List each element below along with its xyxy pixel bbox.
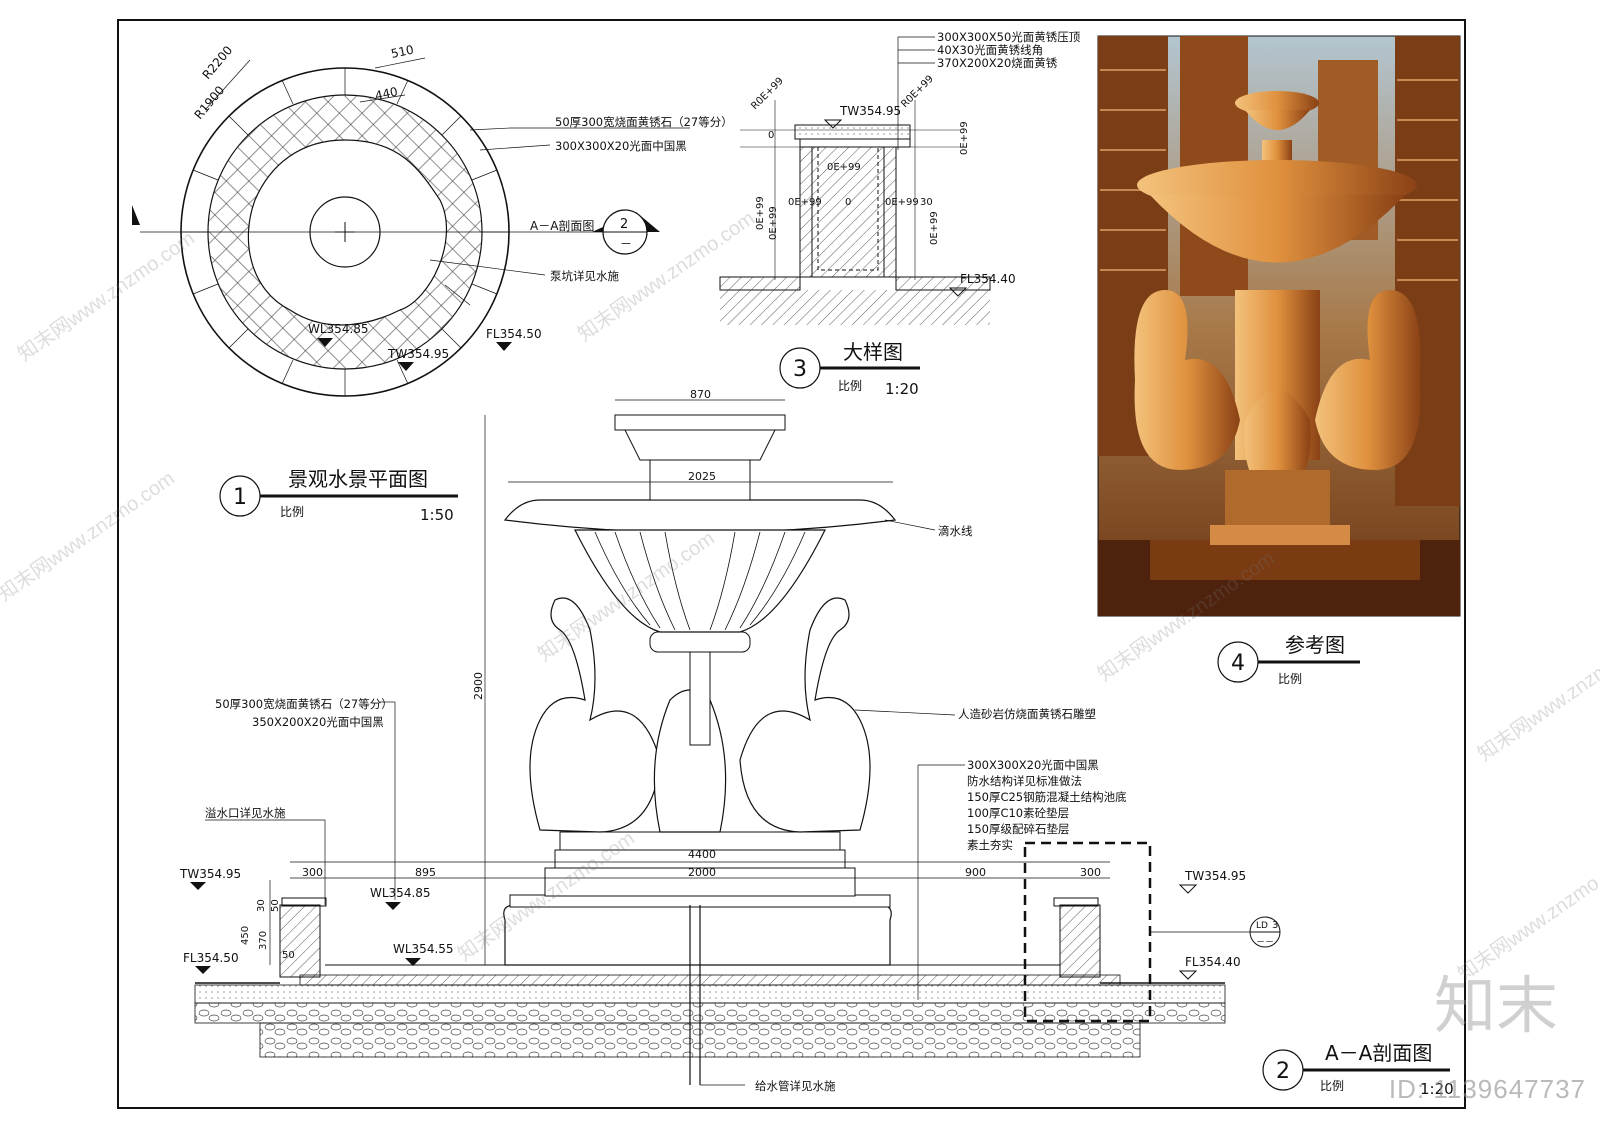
- section-view: 870 2025 2900 4400 2000 300 895 900 300 …: [179, 388, 1454, 1098]
- section-note-left-2: 350X200X20光面中国黑: [252, 715, 384, 729]
- watermark-brand: 知末: [1433, 969, 1558, 1042]
- detail-dim-b: 0E+99: [755, 196, 766, 230]
- detail-note-2: 40X30光面黄锈线角: [937, 43, 1043, 57]
- section-layer-1: 300X300X20光面中国黑: [967, 758, 1099, 772]
- detail-dim-r2: R0E+99: [899, 74, 936, 111]
- section-title: A－A剖面图: [1325, 1041, 1432, 1065]
- plan-section-dash: －: [620, 237, 632, 251]
- plan-view: R2200 R1900 510 440 50厚300宽烧面黄锈石（27等分） 3…: [132, 42, 733, 524]
- section-detail-ref-a: LD: [1256, 921, 1268, 931]
- section-level-wl2: WL354.55: [393, 942, 454, 956]
- section-detail-ref-c: －－: [1256, 938, 1274, 948]
- section-drip-note: 滴水线: [938, 524, 973, 538]
- section-dim-450: 450: [240, 926, 251, 945]
- detail-note-1: 300X300X50光面黄锈压顶: [937, 30, 1081, 44]
- plan-section-mark: A－A剖面图: [530, 219, 594, 233]
- plan-level-fl: FL354.50: [486, 327, 542, 341]
- detail-title: 大样图: [843, 340, 903, 364]
- section-scale: 1:20: [1420, 1080, 1454, 1098]
- section-dim-2000: 2000: [688, 866, 716, 879]
- section-dim-30: 30: [256, 899, 267, 912]
- section-layer-6: 素土夯实: [967, 838, 1013, 852]
- section-title-number: 2: [1276, 1059, 1290, 1084]
- detail-view: R0E+99 R0E+99 0 0E+99 0E+99 0E+99 0E+99 …: [719, 30, 1081, 398]
- detail-dim-e: 0E+99: [885, 197, 919, 208]
- plan-radius-inner: R1900: [192, 83, 228, 122]
- section-dim-50b: 50: [282, 950, 295, 961]
- detail-dim-c: 0E+99: [768, 206, 779, 240]
- plan-note-1: 50厚300宽烧面黄锈石（27等分）: [555, 115, 733, 129]
- detail-dim-g: 0E+99: [959, 121, 970, 155]
- section-level-fl-left: FL354.50: [183, 951, 239, 965]
- section-dim-2900: 2900: [472, 672, 485, 700]
- section-dim-300b: 300: [1080, 866, 1101, 879]
- plan-title-number: 1: [233, 485, 247, 510]
- detail-dim-f: 0E+99: [929, 211, 940, 245]
- watermark-id: ID: 1139647737: [1388, 1074, 1586, 1104]
- section-note-left-1: 50厚300宽烧面黄锈石（27等分）: [215, 697, 393, 711]
- detail-title-number: 3: [793, 357, 807, 382]
- section-layer-4: 100厚C10素砼垫层: [967, 806, 1069, 820]
- reference-title-number: 4: [1231, 651, 1245, 676]
- section-level-fl-right: FL354.40: [1185, 955, 1241, 969]
- section-dim-895: 895: [415, 866, 436, 879]
- plan-dim-510: 510: [390, 42, 415, 60]
- plan-dim-440: 440: [374, 84, 399, 102]
- section-overflow-note: 溢水口详见水施: [205, 806, 286, 820]
- reference-photo: 4 参考图 比例: [1097, 35, 1461, 686]
- section-detail-ref-b: 3: [1272, 920, 1278, 931]
- section-scale-label: 比例: [1320, 1079, 1344, 1093]
- plan-scale-label: 比例: [280, 505, 304, 519]
- section-level-wl1: WL354.85: [370, 886, 431, 900]
- reference-scale-label: 比例: [1278, 672, 1302, 686]
- detail-note-3: 370X200X20烧面黄锈: [937, 56, 1058, 70]
- plan-level-tw: TW354.95: [387, 347, 449, 361]
- detail-dim-d: 0E+99: [788, 197, 822, 208]
- detail-tw: TW354.95: [839, 104, 901, 118]
- section-dim-2025: 2025: [688, 470, 716, 483]
- detail-fl: FL354.40: [960, 272, 1016, 286]
- section-pipe-note: 给水管详见水施: [755, 1079, 836, 1093]
- section-dim-900: 900: [965, 866, 986, 879]
- detail-dim-r1: R0E+99: [749, 76, 786, 113]
- plan-scale: 1:50: [420, 506, 454, 524]
- detail-dim-30: 30: [920, 197, 933, 208]
- plan-section-num: 2: [620, 217, 628, 232]
- section-dim-870: 870: [690, 388, 711, 401]
- detail-scale-label: 比例: [838, 379, 862, 393]
- plan-level-wl: WL354.85: [308, 322, 369, 336]
- section-dim-370: 370: [258, 931, 269, 950]
- sheet-border: [117, 19, 1466, 1109]
- detail-dim-0a: 0: [768, 130, 774, 141]
- plan-radius-outer: R2200: [200, 43, 236, 82]
- section-layer-5: 150厚级配碎石垫层: [967, 822, 1069, 836]
- detail-dim-a: 0E+99: [827, 162, 861, 173]
- plan-note-2: 300X300X20光面中国黑: [555, 139, 687, 153]
- section-dim-50: 50: [270, 899, 281, 912]
- detail-scale: 1:20: [885, 380, 919, 398]
- reference-title: 参考图: [1285, 633, 1345, 657]
- plan-title: 景观水景平面图: [288, 467, 428, 491]
- section-dim-300a: 300: [302, 866, 323, 879]
- section-level-tw-right: TW354.95: [1184, 869, 1246, 883]
- section-layer-2: 防水结构详见标准做法: [967, 774, 1082, 788]
- plan-pit-note: 泵坑详见水施: [550, 269, 619, 283]
- section-sculpture-note: 人造砂岩仿烧面黄锈石雕塑: [958, 707, 1096, 721]
- section-level-tw-left: TW354.95: [179, 867, 241, 881]
- section-dim-4400: 4400: [688, 848, 716, 861]
- section-layer-3: 150厚C25钢筋混凝土结构池底: [967, 790, 1127, 804]
- detail-dim-0b: 0: [845, 197, 851, 208]
